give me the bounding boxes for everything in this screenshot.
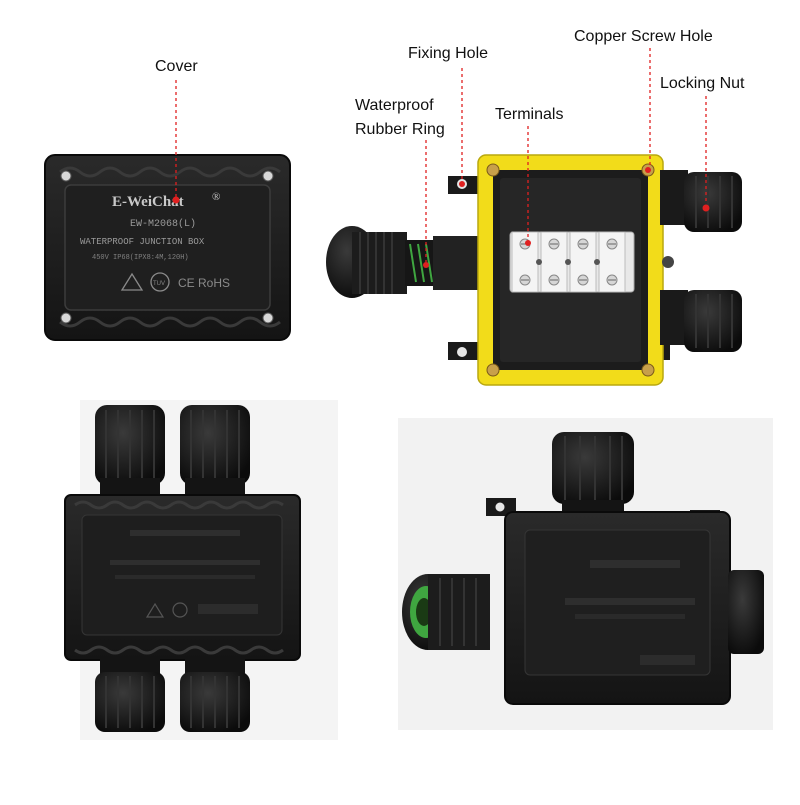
label-fixing-hole: Fixing Hole	[408, 45, 489, 62]
cover-registered-text: ®	[212, 191, 220, 203]
cover-cert-text: TUV	[153, 281, 165, 287]
right-cable-glands	[660, 170, 742, 352]
cover-panel: E-WeiChat ® EW-M2068(L) WATERPROOF JUNCT…	[44, 80, 291, 341]
cover-triangle-logo-icon	[120, 272, 144, 291]
label-cover: Cover	[155, 58, 198, 75]
open-box	[326, 48, 742, 386]
cover-model-text: EW-M2068(L)	[130, 218, 196, 230]
locking-nut-leader-dot	[702, 204, 710, 212]
terminal-block	[509, 231, 635, 293]
left-cable-gland	[326, 226, 483, 298]
closed-box-vertical	[64, 400, 338, 740]
cover-brand-text: E-WeiChat	[112, 194, 184, 210]
cover-spec-text: 450V IP68(IPX8:4M,120H)	[92, 254, 189, 262]
cover-product-text: WATERPROOF JUNCTION BOX	[80, 237, 205, 247]
label-waterproof-rubber-ring: Waterproof Rubber Ring	[355, 94, 445, 142]
waterproof-ring-green-icon	[409, 243, 433, 283]
label-waterproof-line2: Rubber Ring	[355, 121, 445, 138]
cover-marks-text: CE RoHS	[178, 276, 230, 290]
label-locking-nut: Locking Nut	[660, 75, 745, 92]
closed-box-t-shape	[398, 418, 773, 730]
cover-tuv-logo-icon	[150, 272, 170, 292]
label-terminals: Terminals	[495, 106, 564, 123]
label-copper-screw-hole: Copper Screw Hole	[574, 28, 713, 45]
cover-leader-dot	[172, 196, 180, 204]
label-waterproof-line1: Waterproof	[355, 97, 434, 114]
